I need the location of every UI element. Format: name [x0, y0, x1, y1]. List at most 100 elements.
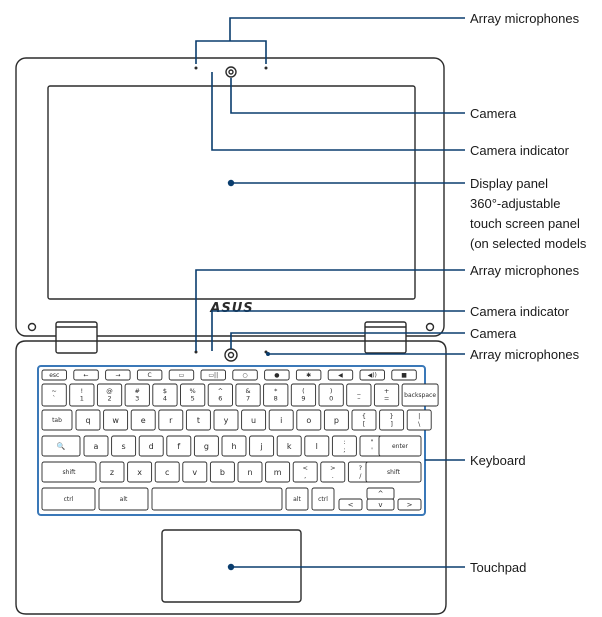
lid-outer: [15, 57, 445, 337]
camera-top-inner: [228, 69, 234, 75]
key-label: 2: [107, 395, 111, 403]
key-label: alt: [120, 496, 128, 503]
callout-line-camera-top: [230, 78, 465, 114]
key-num-5: [180, 383, 206, 407]
key-label: .: [332, 472, 334, 480]
key-arrow-left: [338, 498, 363, 511]
key-label: ←: [84, 372, 89, 379]
label-display-panel-line3: touch screen panel: [470, 216, 580, 231]
key-num-3: [124, 383, 150, 407]
touchpad-area: [161, 529, 302, 603]
key-label: ○: [242, 372, 247, 379]
key-label: 6: [218, 395, 222, 403]
key-a-10: [331, 435, 357, 457]
label-camera-top: Camera: [470, 106, 517, 121]
key-label: ^: [378, 490, 384, 498]
key-q-2: [103, 409, 129, 431]
key-label: ^: [218, 387, 223, 395]
key-label: v: [378, 501, 382, 509]
key-num-0: [41, 383, 67, 407]
key-label: _: [356, 387, 361, 395]
key-label: tab: [52, 417, 62, 424]
key-label: 3: [135, 395, 139, 403]
key-fn-1: [73, 369, 99, 381]
label-array-microphones-mid: Array microphones: [470, 263, 580, 278]
key-q-3: [130, 409, 156, 431]
callout-line-camera-indicator-mid: [211, 310, 465, 351]
key-label: 🔍: [57, 441, 66, 450]
key-alt-right: [285, 487, 309, 511]
key-fn-8: [295, 369, 322, 381]
mic-dot: [194, 66, 198, 70]
key-label: ◀: [338, 372, 343, 379]
lid-corner-screw-right: [425, 322, 435, 332]
key-q-8: [268, 409, 294, 431]
key-q-12: [379, 409, 405, 431]
key-shift-right: [365, 461, 422, 483]
key-label: }: [390, 412, 394, 420]
callout-line-camera-mid: [230, 332, 465, 349]
label-display-panel-line1: Display panel: [470, 176, 549, 191]
key-label: <: [348, 501, 354, 509]
key-fn-0: [41, 369, 67, 381]
key-label: u: [251, 416, 256, 425]
key-a-7: [249, 435, 275, 457]
key-label: ctrl: [318, 496, 328, 503]
keyboard-area: [37, 365, 426, 516]
key-label: ●: [274, 372, 279, 379]
key-alt-left: [98, 487, 149, 511]
key-label: k: [287, 442, 292, 451]
camera-base: [224, 348, 238, 362]
lid: [15, 57, 445, 337]
key-a-6: [221, 435, 247, 457]
key-label: a: [94, 442, 99, 451]
key-a-2: [111, 435, 137, 457]
key-z-9: [320, 461, 346, 483]
key-fn-9: [327, 369, 354, 381]
key-label: &: [246, 387, 251, 395]
key-arrow-down: [366, 498, 395, 511]
key-label: backspace: [404, 392, 436, 399]
key-label: ctrl: [64, 496, 74, 503]
callout-line-array-mic-mid: [195, 269, 465, 351]
key-ctrl-left: [41, 487, 96, 511]
key-label: →: [115, 372, 120, 379]
key-a-4: [166, 435, 192, 457]
key-label: h: [231, 442, 236, 451]
key-backspace: [401, 383, 439, 407]
label-keyboard: Keyboard: [470, 453, 526, 468]
key-label: –: [357, 395, 360, 403]
callout-line-array-mic-top-stem: [229, 17, 465, 41]
key-label: 5: [191, 395, 195, 403]
key-z-2: [127, 461, 153, 483]
key-fn-10: [359, 369, 385, 381]
key-label: b: [220, 468, 225, 477]
callout-line-camera-indicator-top: [211, 72, 465, 151]
key-label: =: [384, 395, 389, 403]
key-label: f: [177, 442, 180, 451]
key-shift-left: [41, 461, 97, 483]
key-z-7: [265, 461, 291, 483]
camera-top: [225, 66, 237, 78]
key-label: shift: [63, 469, 77, 476]
key-label: \: [418, 420, 421, 428]
key-label: ,: [304, 472, 306, 480]
key-label: z: [110, 468, 114, 477]
key-space: [151, 487, 283, 511]
key-label: 0: [329, 395, 333, 403]
key-ctrl-right: [311, 487, 335, 511]
display-panel: [47, 85, 416, 300]
key-num-11: [346, 383, 372, 407]
key-label: *: [274, 387, 278, 395]
key-label: <: [302, 464, 307, 472]
key-z-5: [209, 461, 235, 483]
key-label: 7: [246, 395, 250, 403]
key-z-1: [99, 461, 125, 483]
key-label: C: [148, 372, 152, 379]
key-label: ;: [343, 446, 345, 454]
base-outer: [15, 340, 447, 615]
base: [15, 340, 447, 615]
key-search: [41, 435, 81, 457]
key-q-6: [213, 409, 239, 431]
